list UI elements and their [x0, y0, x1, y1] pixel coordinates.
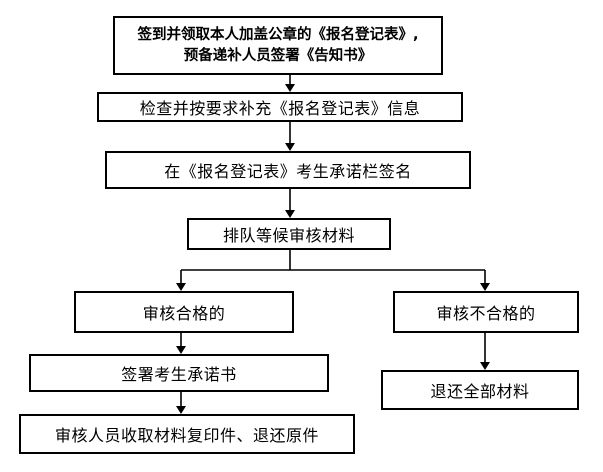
- step3-label: 在《报名登记表》考生承诺栏签名: [164, 162, 412, 181]
- pass-final-label: 审核人员收取材料复印件、退还原件: [54, 426, 319, 445]
- pass-final-box: 审核人员收取材料复印件、退还原件: [19, 414, 355, 454]
- arrowhead-pass-final: [176, 406, 186, 414]
- step3-box: 在《报名登记表》考生承诺栏签名: [105, 151, 471, 189]
- arrowhead-step2: [285, 84, 295, 92]
- arrowhead-fail-final: [480, 362, 490, 370]
- pass-result-box: 审核合格的: [74, 291, 294, 333]
- fail-result-label: 审核不合格的: [436, 304, 536, 323]
- step1-line2: 预备递补人员签署《告知书》: [183, 47, 373, 64]
- fail-result-box: 审核不合格的: [393, 291, 579, 333]
- fail-final-label: 退还全部材料: [430, 382, 530, 401]
- step4-label: 排队等候审核材料: [222, 226, 355, 245]
- pass-result-label: 审核合格的: [142, 304, 226, 323]
- arrowhead-step4: [285, 210, 295, 218]
- step2-box: 检查并按要求补充《报名登记表》信息: [97, 92, 463, 122]
- step1-line1: 签到并领取本人加盖公章的《报名登记表》,: [137, 26, 419, 43]
- arrowhead-pass-result: [176, 283, 186, 291]
- step2-label: 检查并按要求补充《报名登记表》信息: [139, 99, 421, 118]
- arrowhead-sign: [176, 346, 186, 354]
- step1-box: 签到并领取本人加盖公章的《报名登记表》, 预备递补人员签署《告知书》: [113, 16, 443, 75]
- sign-box: 签署考生承诺书: [29, 354, 329, 392]
- arrowhead-step3: [285, 143, 295, 151]
- sign-label: 签署考生承诺书: [121, 365, 237, 384]
- step4-box: 排队等候审核材料: [187, 218, 391, 250]
- arrowhead-fail-result: [480, 283, 490, 291]
- fail-final-box: 退还全部材料: [381, 370, 579, 410]
